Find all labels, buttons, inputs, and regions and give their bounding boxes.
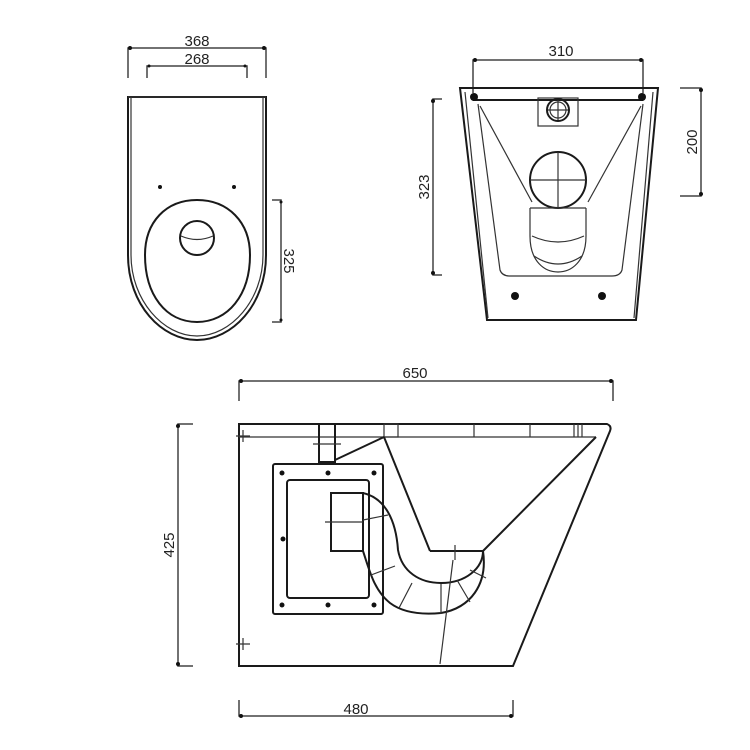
- dimension-268: 268: [146, 51, 248, 78]
- inlet-pipe: [318, 423, 336, 463]
- dimension-310: 310: [472, 43, 644, 93]
- dimension-label-height-left: 323: [416, 174, 433, 199]
- dimension-label-overall-width: 368: [184, 33, 209, 50]
- side-view-outline: [238, 423, 612, 667]
- dimension-label-inner-width: 268: [184, 51, 209, 68]
- front-view-outline: [458, 87, 660, 321]
- dimension-368: 368: [127, 33, 267, 78]
- dimension-label-height: 425: [161, 532, 178, 557]
- bowl-rim: [143, 198, 252, 324]
- mounting-hole: [598, 292, 606, 300]
- dimension-label-base-length: 480: [343, 701, 368, 718]
- mounting-hole: [638, 93, 646, 101]
- mounting-hole: [232, 185, 236, 189]
- drain-icon: [179, 220, 215, 256]
- s-trap: [362, 492, 484, 585]
- dimension-650: 650: [238, 365, 614, 401]
- dimension-label-bowl-length: 325: [280, 248, 297, 273]
- dimension-200: 200: [680, 87, 702, 197]
- wall-bolt: [236, 638, 250, 650]
- mounting-hole: [158, 185, 162, 189]
- dimension-label-top-width: 310: [548, 43, 573, 60]
- wall-flange-plate: [272, 463, 384, 615]
- dimension-325: 325: [272, 199, 297, 323]
- top-view: 368 268 325: [127, 33, 297, 342]
- top-view-outline: [127, 96, 267, 342]
- mounting-hole: [470, 93, 478, 101]
- dimension-323: 323: [416, 98, 442, 276]
- wall-bolt: [236, 430, 250, 442]
- dimension-label-overall-length: 650: [402, 365, 427, 382]
- mounting-hole: [511, 292, 519, 300]
- side-view: 650: [161, 365, 614, 718]
- dimension-425: 425: [161, 423, 193, 667]
- dimension-480: 480: [238, 700, 514, 718]
- front-view: 310 323: [416, 43, 702, 321]
- dimension-label-height-right: 200: [684, 129, 701, 154]
